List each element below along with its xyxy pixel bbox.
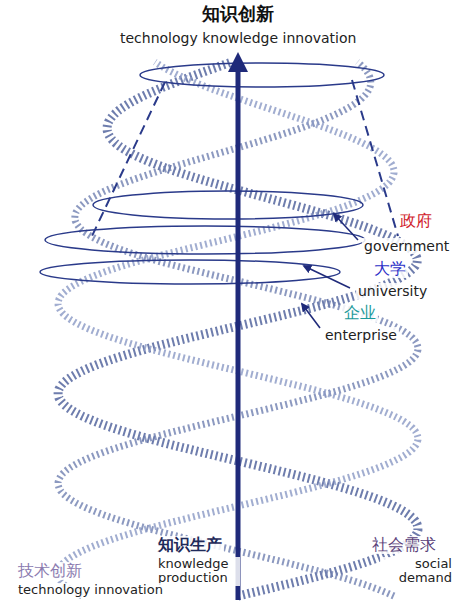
actor-label: enterprise xyxy=(323,327,399,343)
base-label: 技术创新 xyxy=(16,562,84,580)
orbit-rings xyxy=(40,63,384,284)
actor-label: government xyxy=(362,238,451,254)
actor-label: university xyxy=(356,283,429,299)
base-label: social demand xyxy=(380,557,454,586)
axis-title: 知识创新 xyxy=(200,4,276,25)
axis-subtitle: technology knowledge innovation xyxy=(118,30,358,46)
base-label: 知识生产 xyxy=(156,536,224,554)
cone-lines xyxy=(92,80,398,236)
base-label: 社会需求 xyxy=(370,536,438,554)
actor-label: 政府 xyxy=(398,212,434,230)
actor-label: 企业 xyxy=(342,304,378,322)
central-axis-arrow xyxy=(236,62,241,600)
actor-label: 大学 xyxy=(372,260,408,278)
base-label: technology innovation xyxy=(16,583,165,598)
base-label: knowledge production xyxy=(156,557,240,586)
